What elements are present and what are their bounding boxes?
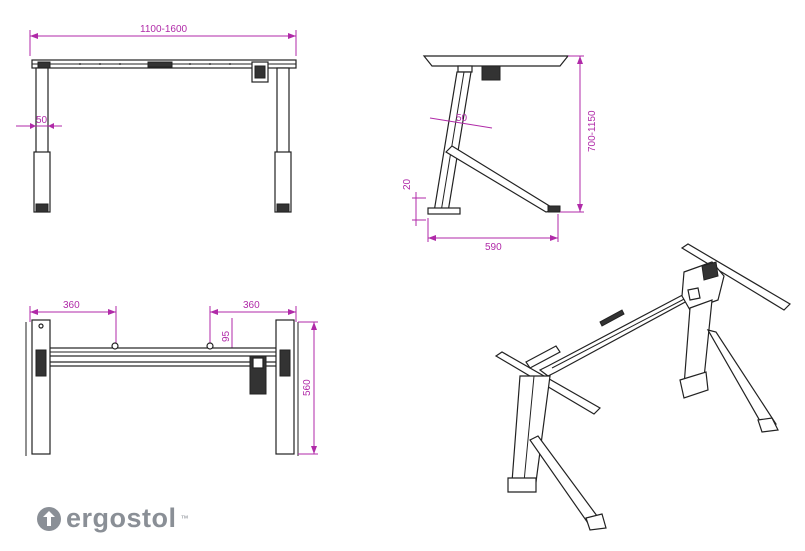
dim-top-left: 360 — [63, 300, 80, 311]
dim-top-small: 95 — [221, 330, 232, 342]
dim-side-angle: 50 — [456, 113, 468, 124]
brand-trademark: ™ — [180, 514, 189, 523]
dim-front-width: 1100-1600 — [140, 24, 188, 35]
dim-top-right: 360 — [243, 300, 260, 311]
dim-front-leg-width: 50 — [36, 115, 48, 126]
isometric-view — [494, 243, 791, 531]
front-view: 1100-1600 50 — [16, 24, 297, 213]
dim-side-foot: 20 — [402, 178, 413, 190]
ergostol-logo-icon — [37, 506, 61, 531]
top-view: 360 360 95 560 — [25, 300, 318, 456]
dim-side-height: 700-1150 — [587, 110, 598, 152]
side-view: 700-1150 50 20 590 — [402, 55, 598, 253]
dim-top-depth: 560 — [302, 379, 313, 396]
brand-name: ergostol — [66, 503, 177, 533]
dim-side-base: 590 — [485, 242, 502, 253]
